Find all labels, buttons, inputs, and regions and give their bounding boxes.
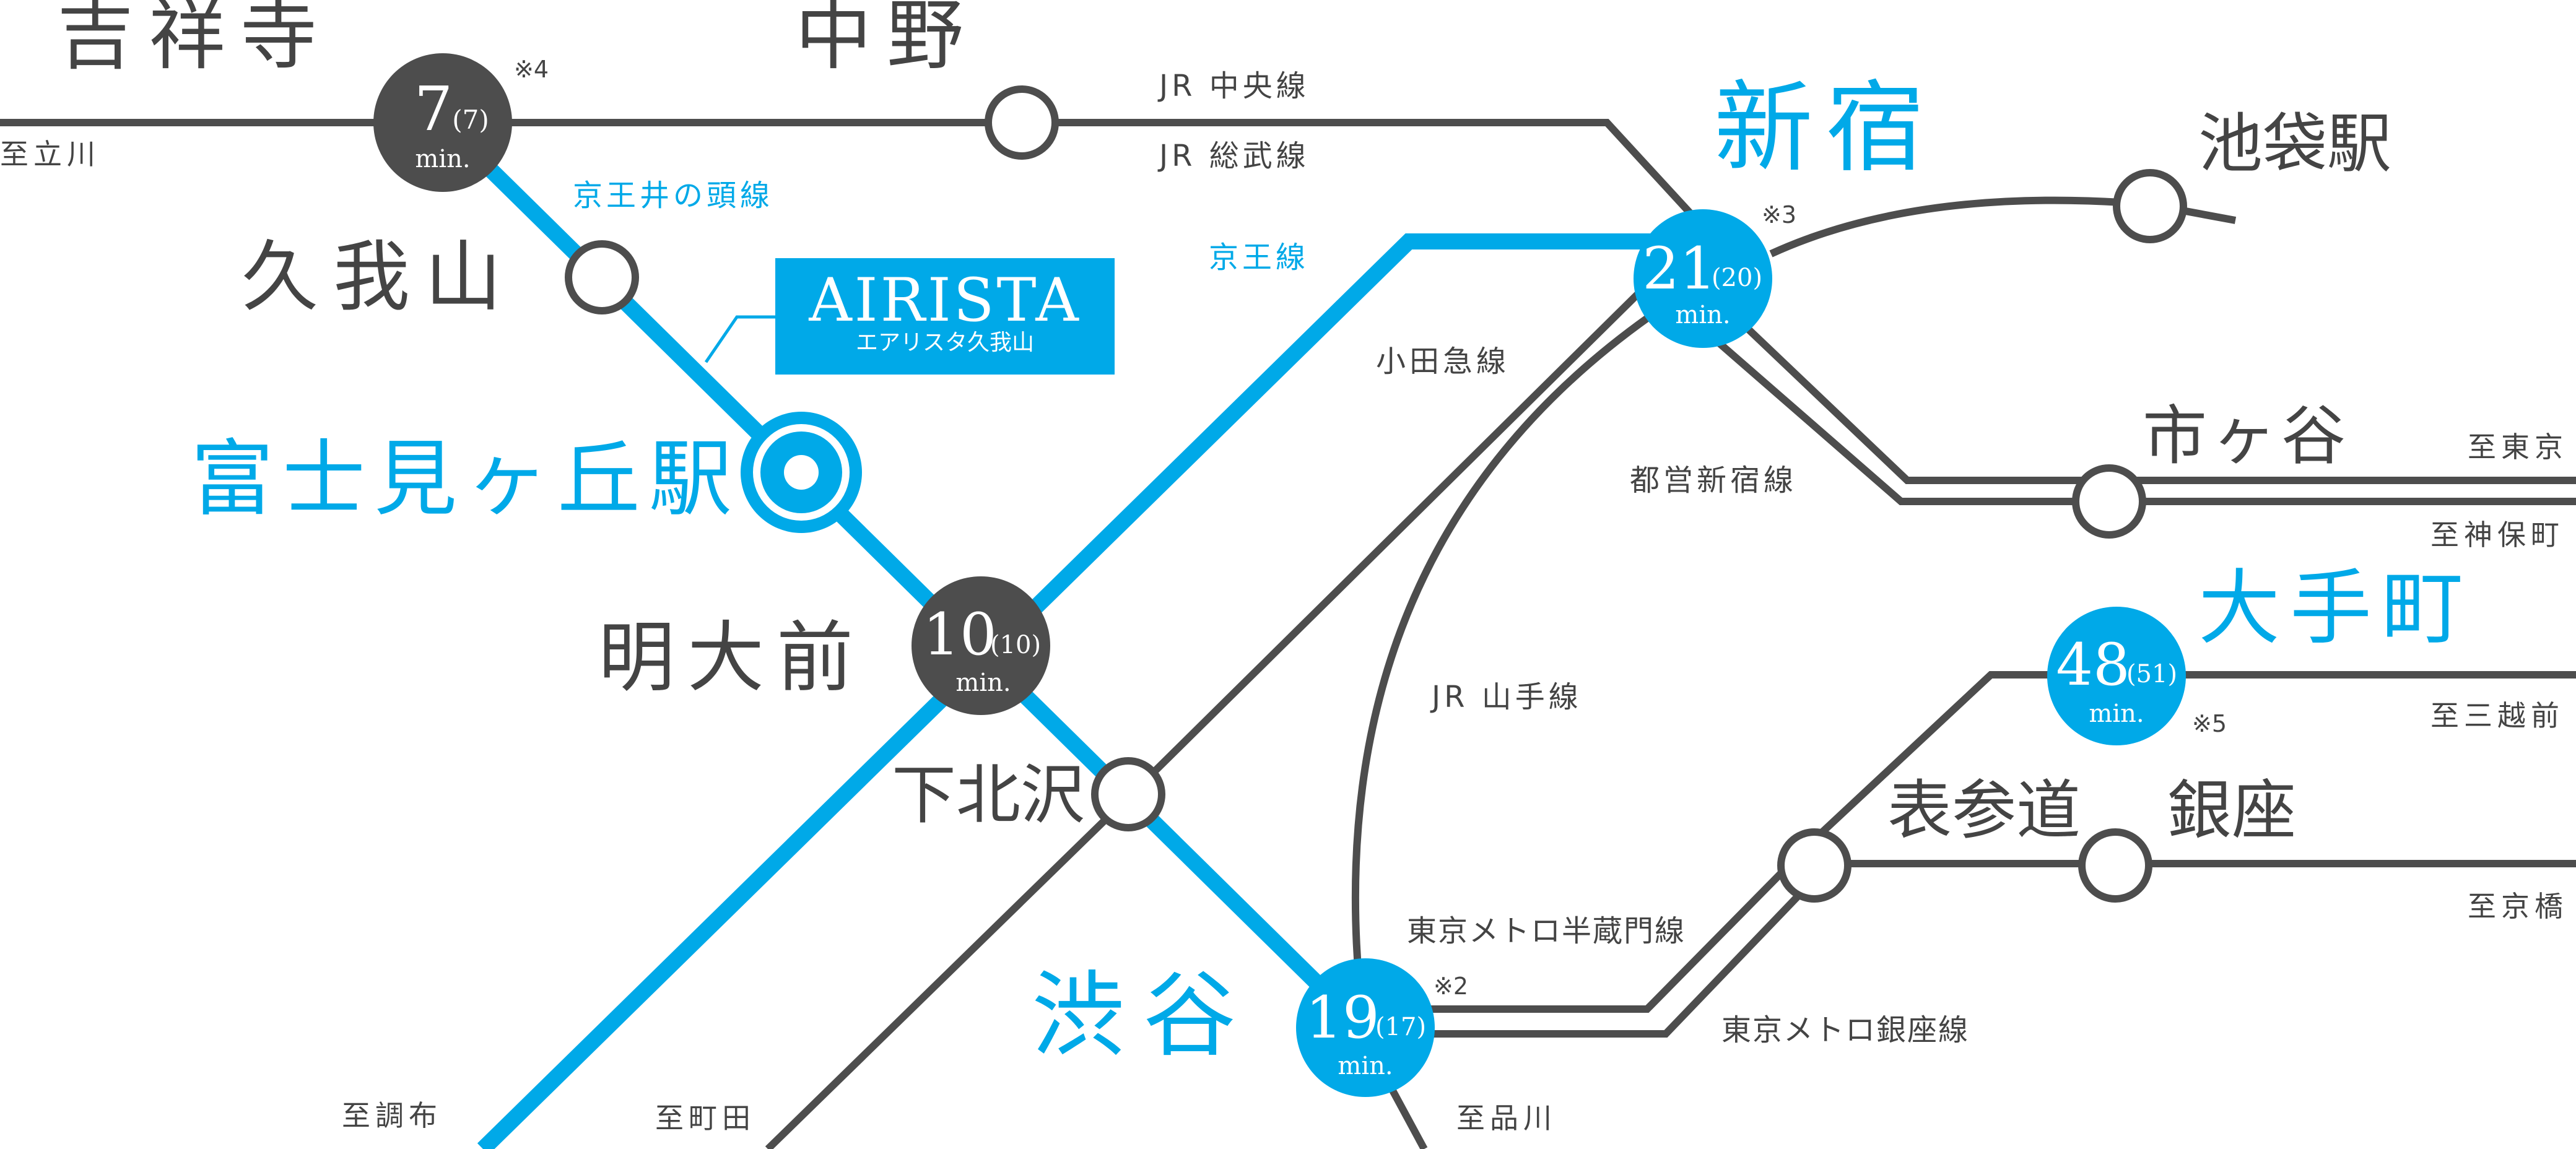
direction-kyobashi: 至京橋 xyxy=(2468,890,2568,923)
station-ginza: 銀座 xyxy=(2167,773,2296,848)
time-badge-otemachi: 48 (51) min. xyxy=(2047,607,2186,745)
fujimigaoka-center-dot xyxy=(784,455,819,490)
time-badge-meidaimae: 10 (10) min. xyxy=(912,576,1050,715)
brand-box-bg xyxy=(775,258,1115,375)
badge-sub: (7) xyxy=(452,105,489,135)
shinjuku-ikebukuro-line xyxy=(1769,196,2237,258)
svg-text:min.: min. xyxy=(955,669,1011,697)
direction-mitsukoshimae: 至三越前 xyxy=(2430,699,2564,732)
badge-main: 21 xyxy=(1642,235,1717,303)
station-nakano: 中野 xyxy=(795,0,978,80)
ginza-station-circle xyxy=(2078,828,2152,903)
nakano-station-circle xyxy=(985,85,1059,160)
omotesando-station-circle xyxy=(1777,828,1852,903)
ichigaya-station-circle xyxy=(2072,464,2146,539)
time-badge-shibuya: 19 (17) min. xyxy=(1296,958,1435,1097)
direction-chofu: 至調布 xyxy=(342,1099,442,1132)
badge-sub: (17) xyxy=(1375,1013,1426,1041)
label-toei-shinjuku: 都営新宿線 xyxy=(1630,463,1797,498)
label-keio: 京王線 xyxy=(1209,240,1309,275)
station-shimokitazawa: 下北沢 xyxy=(892,757,1085,833)
svg-text:(51): (51) xyxy=(2126,660,2177,688)
direction-machida: 至町田 xyxy=(655,1101,755,1135)
direction-tachikawa: 至立川 xyxy=(0,137,100,171)
badge-circle xyxy=(1634,209,1772,348)
jr-chuo-line xyxy=(0,119,1731,257)
station-shibuya: 渋谷 xyxy=(1032,962,1255,1070)
direction-tokyo: 至東京 xyxy=(2468,430,2568,464)
label-metro-hanzomon: 東京メトロ半蔵門線 xyxy=(1407,914,1686,948)
badge-main: 19 xyxy=(1305,984,1380,1052)
svg-text:(17): (17) xyxy=(1375,1013,1426,1041)
badge-main: 10 xyxy=(923,601,997,669)
ikebukuro-station-circle xyxy=(2113,169,2187,243)
svg-text:10: 10 xyxy=(923,601,997,669)
badge-circle xyxy=(912,576,1050,715)
fujimigaoka-station-marker xyxy=(741,412,862,533)
airista-brand-box: AIRISTA エアリスタ久我山 xyxy=(775,258,1115,375)
kugayama-station-circle xyxy=(565,240,639,314)
label-odakyu: 小田急線 xyxy=(1376,344,1510,379)
badge-unit: min. xyxy=(1338,1052,1393,1080)
badge-circle xyxy=(373,53,512,192)
time-badge-kichijoji: 7 (7) min. xyxy=(373,53,512,192)
direction-jimbocho: 至神保町 xyxy=(2430,518,2564,552)
keio-line xyxy=(477,233,1700,1149)
badge-sub: (20) xyxy=(1712,264,1762,292)
jr-yamanote-line xyxy=(1351,306,1662,1149)
svg-text:19: 19 xyxy=(1305,984,1380,1052)
svg-text:min.: min. xyxy=(1338,1052,1393,1080)
station-kichijoji: 吉祥寺 xyxy=(57,0,332,80)
station-shinjuku: 新宿 xyxy=(1714,70,1937,186)
station-ichigaya: 市ヶ谷 xyxy=(2143,398,2351,474)
airista-leader-line xyxy=(704,315,777,363)
station-omotesando: 表参道 xyxy=(1887,773,2081,848)
svg-text:21: 21 xyxy=(1642,235,1717,303)
svg-text:min.: min. xyxy=(2089,700,2144,728)
badge-main: 7 xyxy=(414,74,453,145)
station-otemachi: 大手町 xyxy=(2198,561,2473,656)
badge-circle xyxy=(1296,958,1435,1097)
station-kugayama: 久我山 xyxy=(242,233,516,322)
label-jr-sobu: JR 総武線 xyxy=(1157,139,1310,173)
badge-sub: (10) xyxy=(990,631,1041,659)
svg-text:min.: min. xyxy=(1675,301,1730,329)
toei-shinjuku-line-a xyxy=(1725,306,2576,484)
svg-text:(7): (7) xyxy=(452,105,489,135)
open-stations xyxy=(565,85,2187,903)
badge-unit: min. xyxy=(955,669,1011,697)
note-shinjuku: ※3 xyxy=(1762,201,1796,228)
svg-text:48: 48 xyxy=(2056,631,2130,699)
brand-name: AIRISTA xyxy=(808,266,1081,335)
label-jr-chuo: JR 中央線 xyxy=(1157,69,1310,103)
label-metro-ginza: 東京メトロ銀座線 xyxy=(1721,1013,1969,1047)
svg-text:7: 7 xyxy=(414,74,453,145)
label-keio-inokashira: 京王井の頭線 xyxy=(573,178,773,213)
svg-text:(10): (10) xyxy=(990,631,1041,659)
svg-text:(20): (20) xyxy=(1712,264,1762,292)
note-shibuya: ※2 xyxy=(1434,973,1468,1000)
station-fujimigaoka: 富士見ヶ丘駅 xyxy=(191,431,741,527)
brand-subtitle: エアリスタ久我山 xyxy=(856,330,1034,355)
badge-unit: min. xyxy=(1675,301,1730,329)
badge-unit: min. xyxy=(415,145,470,173)
station-ikebukuro: 池袋駅 xyxy=(2198,106,2391,181)
station-meidaimae: 明大前 xyxy=(598,614,866,703)
time-badge-shinjuku: 21 (20) min. xyxy=(1634,209,1772,348)
badge-sub: (51) xyxy=(2126,660,2177,688)
svg-text:min.: min. xyxy=(415,145,470,173)
toei-shinjuku-line-b xyxy=(1707,331,2576,505)
badge-unit: min. xyxy=(2089,700,2144,728)
note-kichijoji: ※4 xyxy=(514,56,549,83)
note-otemachi: ※5 xyxy=(2192,710,2227,737)
badge-circle xyxy=(2047,607,2186,745)
badge-main: 48 xyxy=(2056,631,2130,699)
direction-shinagawa: 至品川 xyxy=(1456,1101,1557,1135)
shimokitazawa-station-circle xyxy=(1091,757,1165,831)
label-jr-yamanote: JR 山手線 xyxy=(1430,680,1582,714)
